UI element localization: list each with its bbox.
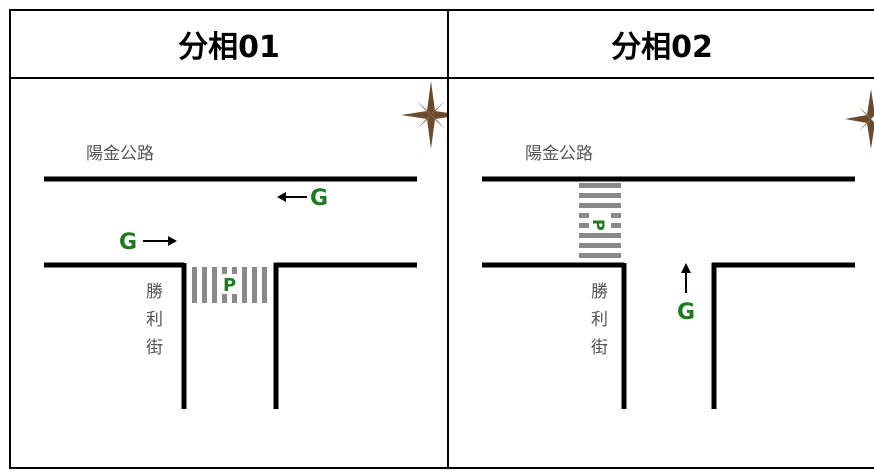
compass-rose-icon [845,89,874,149]
signal-g-westbound: G [310,186,328,211]
ped-signal-label: P [223,275,236,296]
arrow-icon [277,192,307,202]
phase-01-title: 分相01 [11,11,447,79]
road-label-main: 陽金公路 [86,144,154,164]
ped-signal-bg [589,210,611,228]
phase-02-diagram: 陽金公路 P 勝 利 街 [482,89,874,409]
signal-g-eastbound: G [119,230,137,255]
phase-01-diagram: 陽金公路 P 勝 利 街 [44,81,449,409]
phase-table: 分相01 陽金公路 [9,9,874,469]
phase-02-cell: 分相02 陽金公路 [447,9,874,469]
side-road-char-1: 勝 [591,282,608,302]
phase-01-cell: 分相01 陽金公路 [9,9,449,469]
arrow-icon [143,236,177,246]
side-road-char-3: 街 [591,338,608,358]
side-road-char-1: 勝 [146,282,163,302]
compass-rose-icon [401,81,449,149]
ped-signal-label: P [589,219,608,231]
ped-signal-bg [221,274,239,294]
road-label-main: 陽金公路 [525,144,593,164]
signal-g-northbound: G [677,300,695,325]
side-road-char-2: 利 [146,310,163,330]
side-road-char-2: 利 [591,310,608,330]
arrow-icon [681,263,691,293]
phase-02-title: 分相02 [449,11,874,79]
side-road-char-3: 街 [146,338,163,358]
